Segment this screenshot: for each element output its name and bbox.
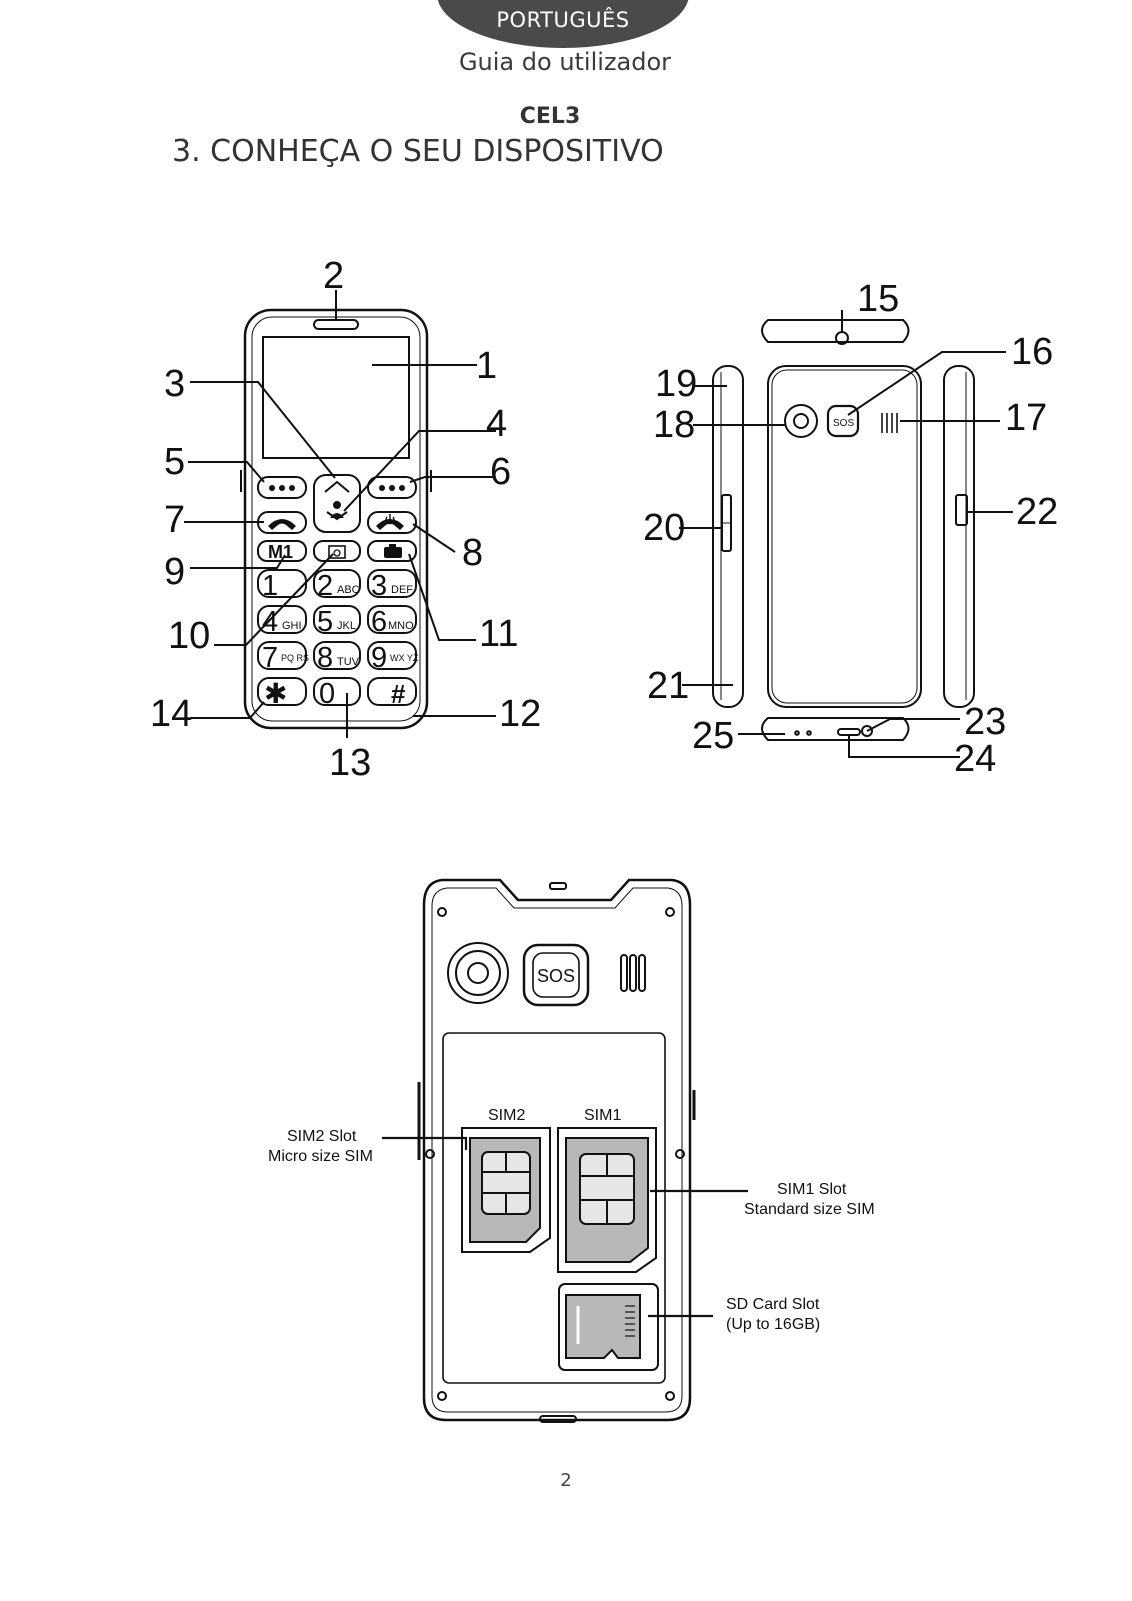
key-6: 6 bbox=[371, 606, 387, 638]
key-6-letters: MNO bbox=[388, 620, 414, 632]
key-2: 2 bbox=[317, 570, 333, 602]
callout-6: 6 bbox=[490, 451, 511, 493]
callout-25: 25 bbox=[692, 715, 734, 757]
call-end-icon bbox=[376, 519, 404, 530]
call-answer-icon bbox=[268, 519, 296, 530]
key-hash: # bbox=[391, 679, 406, 709]
key-2-letters: ABC bbox=[337, 584, 360, 596]
side-callout-lines bbox=[679, 351, 1013, 758]
sim1-card bbox=[565, 1137, 649, 1263]
section-title: 3. CONHEÇA O SEU DISPOSITIVO bbox=[172, 134, 664, 169]
key-7: 7 bbox=[262, 642, 278, 674]
key-8: 8 bbox=[317, 642, 333, 674]
callout-13: 13 bbox=[329, 742, 371, 784]
menu-dots-icon bbox=[379, 485, 405, 491]
key-0: 0 bbox=[319, 678, 335, 710]
key-3-letters: DEF bbox=[391, 584, 413, 596]
callout-10: 10 bbox=[168, 615, 210, 657]
callout-21: 21 bbox=[647, 665, 689, 707]
key-m1: M1 bbox=[268, 542, 293, 562]
menu-dots-icon bbox=[269, 485, 295, 491]
callout-17: 17 bbox=[1005, 397, 1047, 439]
key-1: 1 bbox=[262, 570, 278, 602]
calendar-alarm-icon bbox=[328, 545, 346, 559]
callout-12: 12 bbox=[499, 693, 541, 735]
sd-callout-title: SD Card Slot bbox=[726, 1296, 820, 1313]
guide-title: Guia do utilizador bbox=[458, 48, 672, 76]
sim2-callout-title: SIM2 Slot bbox=[287, 1128, 357, 1145]
model-name: CEL3 bbox=[519, 104, 581, 129]
sd-callout-subtitle: (Up to 16GB) bbox=[726, 1316, 820, 1333]
chevron-down-icon bbox=[326, 511, 348, 521]
back-callout-lines bbox=[382, 1136, 748, 1318]
key-3: 3 bbox=[371, 570, 387, 602]
key-8-letters: TUV bbox=[337, 656, 360, 668]
callout-9: 9 bbox=[164, 551, 185, 593]
sim1-callout-title: SIM1 Slot bbox=[777, 1181, 847, 1198]
callout-4: 4 bbox=[486, 403, 507, 445]
sim2-slot-label: SIM2 bbox=[488, 1107, 525, 1124]
callout-18: 18 bbox=[653, 404, 695, 446]
callout-8: 8 bbox=[462, 532, 483, 574]
sim1-callout-subtitle: Standard size SIM bbox=[744, 1201, 875, 1218]
callout-23: 23 bbox=[964, 701, 1006, 743]
sos-button-label: SOS bbox=[537, 966, 575, 986]
sim2-card bbox=[469, 1137, 541, 1243]
sos-button-side-label: SOS bbox=[833, 418, 854, 429]
back-phone-diagram bbox=[417, 878, 696, 1423]
key-7-letters: PQ RS bbox=[281, 653, 309, 663]
callout-5: 5 bbox=[164, 441, 185, 483]
callout-11: 11 bbox=[479, 613, 518, 655]
key-9-letters: WX YZ bbox=[390, 653, 419, 663]
side-views-diagram bbox=[712, 310, 975, 741]
page-number: 2 bbox=[560, 1470, 572, 1491]
front-callout-lines bbox=[184, 290, 496, 738]
sd-card bbox=[565, 1294, 641, 1359]
callout-3: 3 bbox=[164, 363, 185, 405]
callout-20: 20 bbox=[643, 507, 685, 549]
callout-7: 7 bbox=[164, 499, 185, 541]
sim1-slot-label: SIM1 bbox=[584, 1107, 621, 1124]
callout-16: 16 bbox=[1011, 331, 1053, 373]
key-4: 4 bbox=[262, 606, 278, 638]
key-4-letters: GHI bbox=[282, 620, 302, 632]
front-phone-diagram bbox=[240, 308, 432, 730]
callout-14: 14 bbox=[150, 693, 192, 735]
callout-19: 19 bbox=[655, 363, 697, 405]
key-5-letters: JKL bbox=[337, 620, 356, 632]
callout-22: 22 bbox=[1016, 491, 1058, 533]
callout-24: 24 bbox=[954, 738, 996, 780]
callout-2: 2 bbox=[323, 255, 344, 297]
key-5: 5 bbox=[317, 606, 333, 638]
key-9: 9 bbox=[371, 642, 387, 674]
language-label: PORTUGUÊS bbox=[496, 8, 630, 32]
camera-icon bbox=[384, 544, 402, 558]
power-icon bbox=[385, 514, 395, 525]
sim2-callout-subtitle: Micro size SIM bbox=[268, 1148, 373, 1165]
callout-1: 1 bbox=[476, 345, 497, 387]
key-star: ✱ bbox=[264, 678, 287, 709]
callout-15: 15 bbox=[857, 278, 899, 320]
